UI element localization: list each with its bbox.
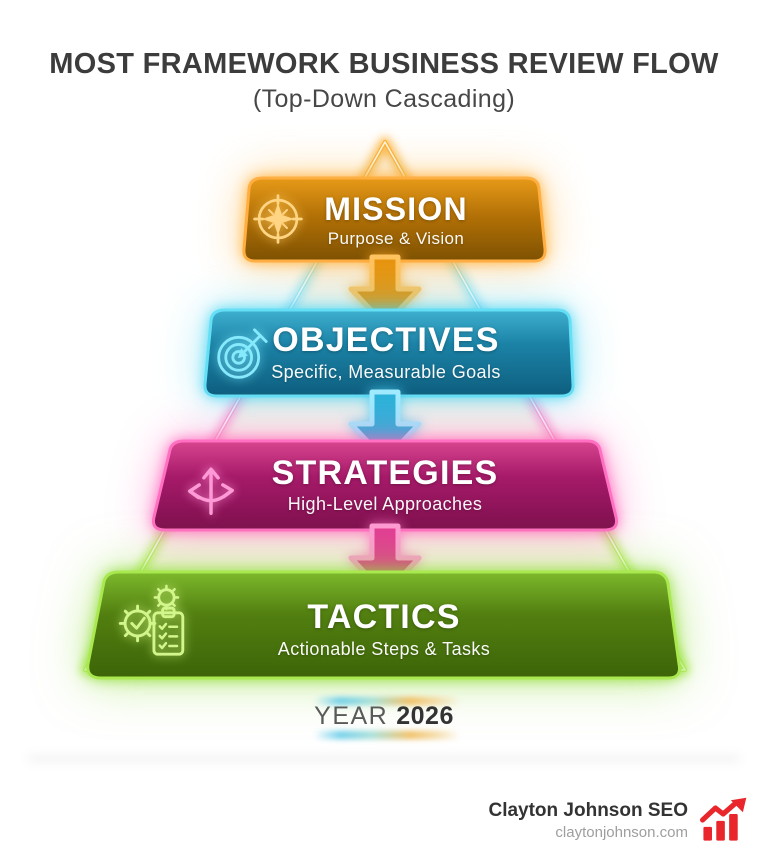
level-tactics: TACTICS Actionable Steps & Tasks [82, 564, 686, 686]
year-label: YEAR [314, 702, 389, 730]
objectives-title: OBJECTIVES [272, 321, 500, 360]
objectives-band-shape [203, 308, 575, 398]
mission-band-shape [242, 176, 547, 263]
mission-description: Purpose & Vision [327, 229, 465, 249]
level-strategies: STRATEGIES High-Level Approaches [146, 433, 624, 538]
mission-title: MISSION [324, 190, 468, 227]
compass-icon [253, 194, 303, 244]
mission-text: MISSION Purpose & Vision [235, 172, 557, 268]
tactics-title: TACTICS [307, 598, 461, 637]
level-objectives: OBJECTIVES Specific, Measurable Goals [200, 302, 575, 404]
year-gradient-streak-bottom [314, 731, 460, 739]
growth-chart-icon [700, 797, 747, 841]
year-value: 2026 [396, 702, 454, 730]
target-arrow-icon [217, 328, 268, 379]
strategies-text: STRATEGIES High-Level Approaches [146, 433, 624, 538]
gears-checklist-icon [118, 584, 185, 656]
page-title: MOST FRAMEWORK BUSINESS REVIEW FLOW [49, 48, 719, 80]
objectives-text: OBJECTIVES Specific, Measurable Goals [200, 302, 572, 404]
tactics-band-shape [86, 570, 681, 680]
brand-name: Clayton Johnson SEO [488, 799, 688, 821]
tactics-text: TACTICS Actionable Steps & Tasks [82, 564, 686, 686]
page-subtitle: (Top-Down Cascading) [252, 85, 516, 113]
page-soft-shadow [28, 755, 740, 762]
tactics-description: Actionable Steps & Tasks [277, 638, 491, 659]
year-gradient-streak-top [314, 697, 460, 705]
strategies-title: STRATEGIES [271, 453, 499, 492]
strategies-description: High-Level Approaches [287, 494, 483, 515]
brand-website: claytonjohnson.com [555, 823, 688, 841]
branching-arrows-icon [188, 467, 234, 516]
footer-text: Clayton Johnson SEO claytonjohnson.com [488, 800, 688, 841]
objectives-description: Specific, Measurable Goals [271, 361, 501, 382]
arrow-mission-to-objectives-icon [348, 254, 422, 328]
header: MOST FRAMEWORK BUSINESS REVIEW FLOW (Top… [0, 48, 768, 114]
footer-branding: Clayton Johnson SEO claytonjohnson.com [488, 794, 748, 846]
strategies-band-shape [152, 439, 618, 532]
level-mission: MISSION Purpose & Vision [235, 172, 557, 268]
